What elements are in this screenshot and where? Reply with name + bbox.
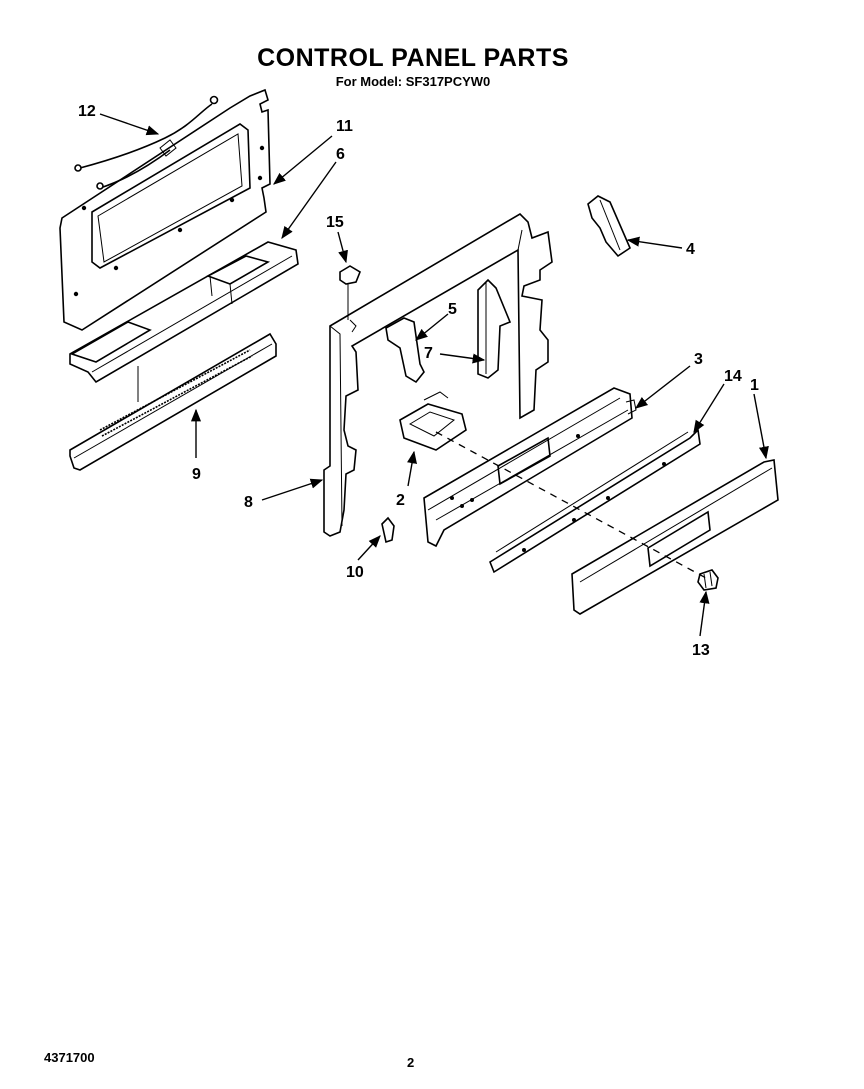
left-bracket-drawing [385, 317, 425, 384]
callout-1: 1 [750, 377, 759, 394]
retainer-strip-drawing [489, 428, 701, 574]
callout-13: 13 [692, 642, 710, 659]
clip-drawing [381, 516, 395, 544]
clip-nut-drawing [339, 265, 361, 320]
callout-12: 12 [78, 103, 96, 120]
model-subtitle: For Model: SF317PCYW0 [335, 74, 491, 89]
right-end-cap-drawing [587, 195, 632, 258]
knob-drawing [697, 569, 719, 591]
callout-2: 2 [396, 492, 405, 509]
callout-11: 11 [336, 118, 353, 135]
control-panel-overlay-drawing [571, 459, 779, 615]
callout-4: 4 [686, 241, 695, 258]
display-lens-drawing [399, 391, 467, 451]
control-panel-frame-drawing [323, 212, 553, 537]
callout-15: 15 [326, 214, 344, 231]
control-panel-drawing [423, 387, 637, 548]
wire-harness-drawing [74, 95, 219, 190]
page-title: CONTROL PANEL PARTS [257, 44, 569, 72]
callout-6: 6 [336, 146, 345, 163]
callout-10: 10 [346, 564, 364, 581]
callout-3: 3 [694, 351, 703, 368]
center-bracket-drawing [477, 278, 512, 379]
document-number: 4371700 [44, 1050, 95, 1065]
callout-14: 14 [724, 368, 742, 385]
vent-trim-drawing [69, 332, 277, 471]
callout-7: 7 [424, 345, 433, 362]
callout-9: 9 [192, 466, 201, 483]
page-number: 2 [407, 1055, 415, 1070]
leader-lines [99, 113, 769, 637]
callout-8: 8 [244, 494, 253, 511]
rear-panel-drawing [59, 88, 271, 331]
insulation-channel-drawing [69, 241, 299, 384]
callout-5: 5 [448, 301, 457, 318]
callout-labels: 12 11 6 15 4 5 7 3 14 1 9 2 8 10 13 [78, 103, 759, 659]
